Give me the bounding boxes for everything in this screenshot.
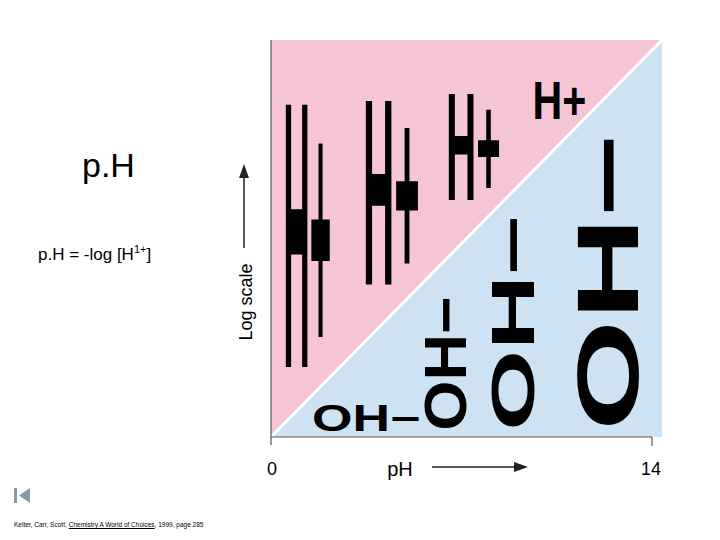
tick-label: 0 <box>267 459 277 480</box>
formula: p.H = -log [H1+] <box>38 243 151 265</box>
axis-arrow <box>432 466 516 468</box>
x-axis <box>271 436 652 437</box>
acid-region <box>271 40 662 437</box>
ion-symbol: H+ <box>283 92 331 378</box>
axis-title: Log scale <box>236 263 257 340</box>
ion-symbol: OH− <box>424 296 468 430</box>
citation-text: Chemistry A World of Choices <box>69 521 155 528</box>
citation-text: Kelter, Carr, Scott, <box>14 521 67 528</box>
ion-symbol: H+ <box>363 92 420 292</box>
back-icon <box>19 488 30 503</box>
back-icon <box>14 488 17 503</box>
arrow-head <box>239 164 249 178</box>
axis-arrow <box>243 176 245 248</box>
slide-title: p.H <box>82 146 135 185</box>
axis-tick <box>651 437 652 446</box>
ion-symbol: OH− <box>574 134 640 431</box>
diagonal-divider <box>271 40 662 437</box>
arrow-head <box>514 462 528 472</box>
ion-symbol: H+ <box>532 80 586 120</box>
ion-symbol: OH− <box>490 214 536 430</box>
ion-symbol: H+ <box>446 90 501 205</box>
formula-text: ] <box>146 245 151 264</box>
tick-label: 14 <box>641 459 661 480</box>
superscript: 1+ <box>134 243 147 255</box>
formula-text: p.H = -log [H <box>38 245 134 264</box>
base-region <box>271 40 662 437</box>
ion-symbol: OH− <box>312 405 420 432</box>
y-axis <box>270 40 271 445</box>
citation: Kelter, Carr, Scott,Chemistry A World of… <box>14 521 203 528</box>
axis-title: pH <box>387 458 413 481</box>
citation-text: , 1999, page 285 <box>155 521 204 528</box>
